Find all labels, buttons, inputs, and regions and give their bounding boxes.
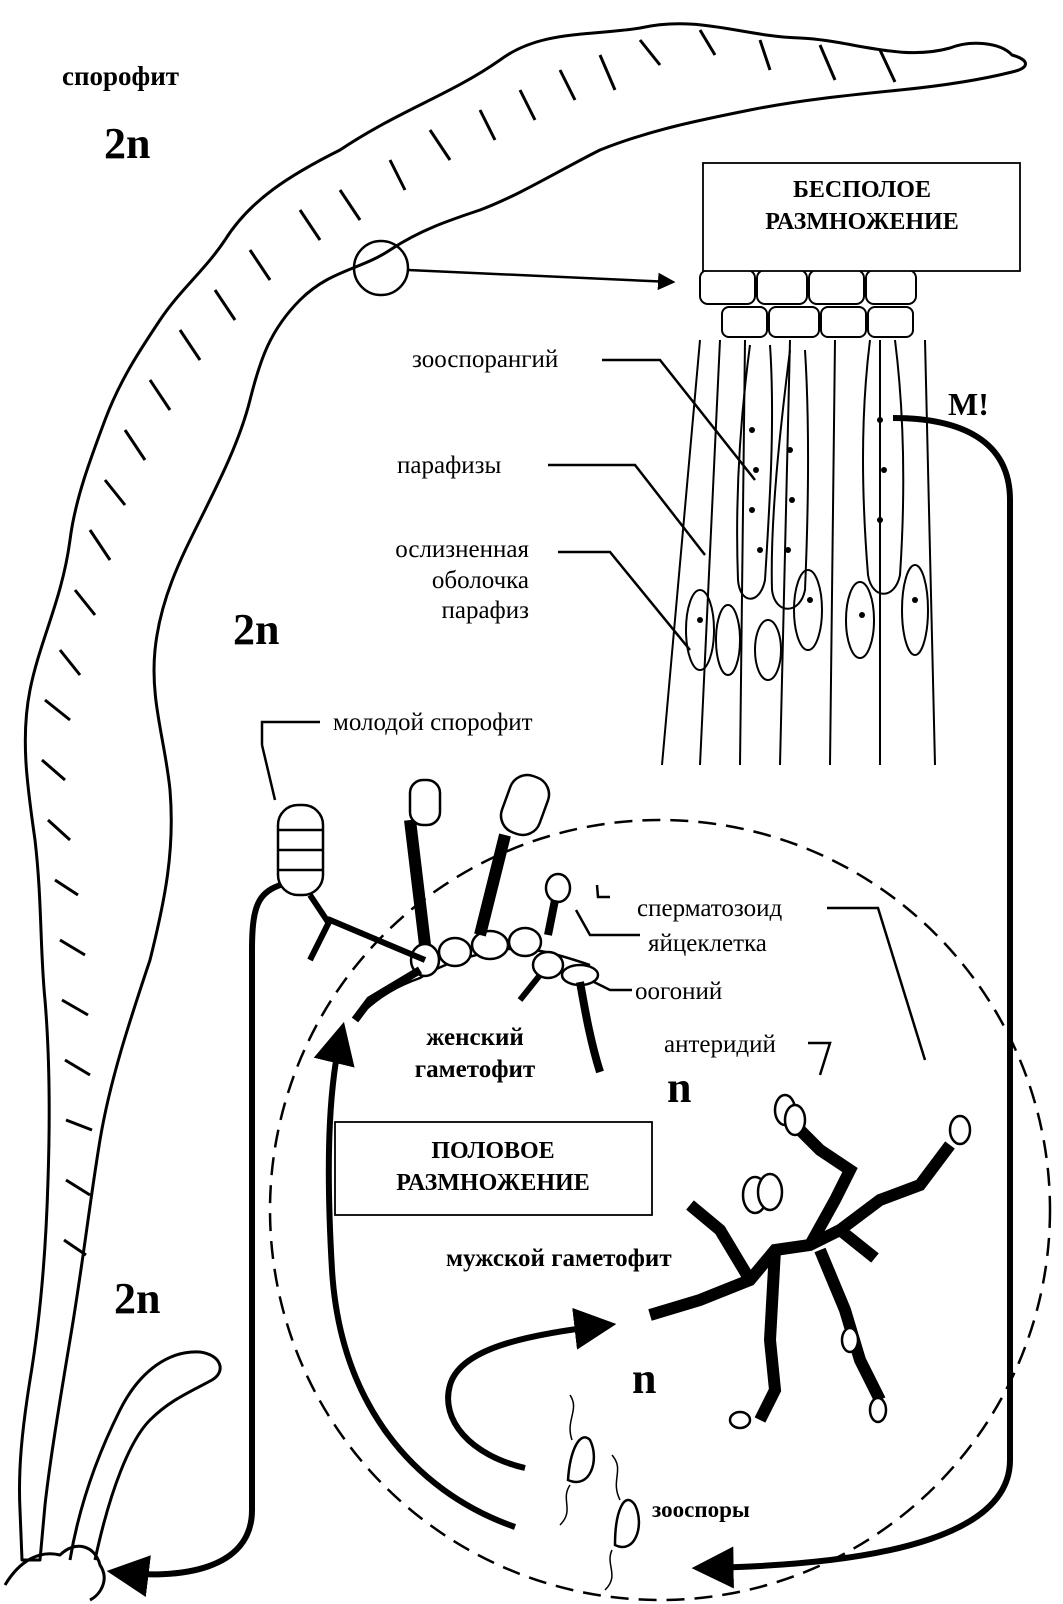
- female-gametophyte-line2: гаметофит: [415, 1056, 535, 1083]
- zoom-circle: [354, 241, 408, 295]
- young-sporophyte-base: [70, 1352, 220, 1560]
- zoosporangium-label: зооспорангий: [412, 346, 558, 373]
- meiosis-arrow: [700, 418, 1010, 1568]
- ploidy-2n-mid: 2n: [233, 605, 279, 654]
- zoospores-drawing: [560, 1395, 639, 1590]
- sporophyte-label: спорофит: [62, 61, 179, 91]
- ploidy-2n-top: 2n: [104, 119, 150, 168]
- sorus-cross-section: [662, 270, 935, 765]
- asexual-box-line1: БЕСПОЛОЕ: [793, 177, 931, 203]
- meiosis-label: М!: [948, 386, 989, 422]
- oogonium-label: оогоний: [635, 978, 722, 1005]
- ploidy-2n-bottom: 2n: [114, 1274, 160, 1323]
- spermatozoid-label: сперматозоид: [637, 895, 782, 922]
- young-sporophyte-label: молодой спорофит: [333, 709, 533, 736]
- zoosporangium-3: [863, 340, 903, 594]
- zoosporangium-2: [772, 350, 808, 609]
- egg-cell-label: яйцеклетка: [648, 930, 767, 957]
- male-gametophyte-drawing: [650, 1095, 970, 1428]
- antheridium-label: антеридий: [664, 1031, 776, 1058]
- paraphyses-label: парафизы: [397, 452, 502, 479]
- sexual-box: [335, 1122, 652, 1215]
- female-gametophyte-line1: женский: [426, 1024, 524, 1051]
- ploidy-n-female: n: [667, 1063, 691, 1112]
- sexual-box-line2: РАЗМНОЖЕНИЕ: [396, 1170, 589, 1196]
- holdfast: [5, 1546, 104, 1600]
- zoom-arrow: [408, 270, 672, 282]
- ploidy-n-male: n: [632, 1354, 656, 1403]
- male-gametophyte-label: мужской гаметофит: [446, 1245, 672, 1272]
- zoospores-label: зооспоры: [652, 1497, 750, 1522]
- mucous-sheath-line3: парафиз: [441, 597, 529, 624]
- asexual-box-line2: РАЗМНОЖЕНИЕ: [765, 209, 958, 235]
- mucous-sheath-line1: ослизненная: [395, 536, 529, 563]
- mucous-sheath-line2: оболочка: [432, 567, 529, 594]
- sexual-box-line1: ПОЛОВОЕ: [431, 1138, 554, 1164]
